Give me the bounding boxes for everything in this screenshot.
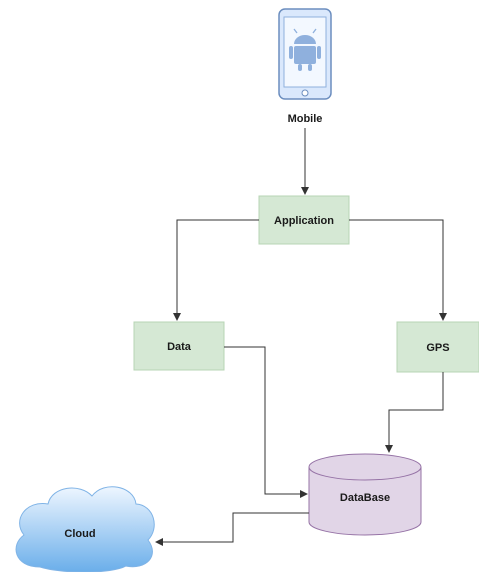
- gps-label: GPS: [426, 342, 449, 354]
- application-label: Application: [274, 215, 334, 227]
- cloud-node[interactable]: Cloud: [15, 486, 155, 572]
- edge-gps-to-database: [385, 372, 444, 453]
- database-cylinder-top: [308, 453, 422, 481]
- cloud-label: Cloud: [64, 528, 95, 540]
- database-node[interactable]: DataBase: [308, 453, 422, 536]
- edges: [155, 128, 447, 546]
- data-box: [133, 321, 225, 371]
- application-node[interactable]: Application: [258, 195, 350, 245]
- gps-box: [396, 321, 479, 373]
- data-node[interactable]: Data: [133, 321, 225, 371]
- mobile-label: Mobile: [288, 113, 323, 125]
- edge-application-to-gps: [349, 219, 447, 321]
- android-phone-icon: [289, 28, 321, 71]
- edge-data-to-database: [224, 346, 308, 498]
- gps-node[interactable]: GPS: [396, 321, 479, 373]
- cloud-shape: [15, 486, 155, 572]
- edge-database-to-cloud: [155, 512, 309, 546]
- data-label: Data: [167, 341, 192, 353]
- phone-home-button: [301, 89, 309, 97]
- database-cylinder-body: [308, 467, 422, 536]
- mobile-node[interactable]: Mobile: [278, 8, 332, 125]
- edge-application-to-data: [173, 219, 259, 321]
- database-label: DataBase: [340, 492, 390, 504]
